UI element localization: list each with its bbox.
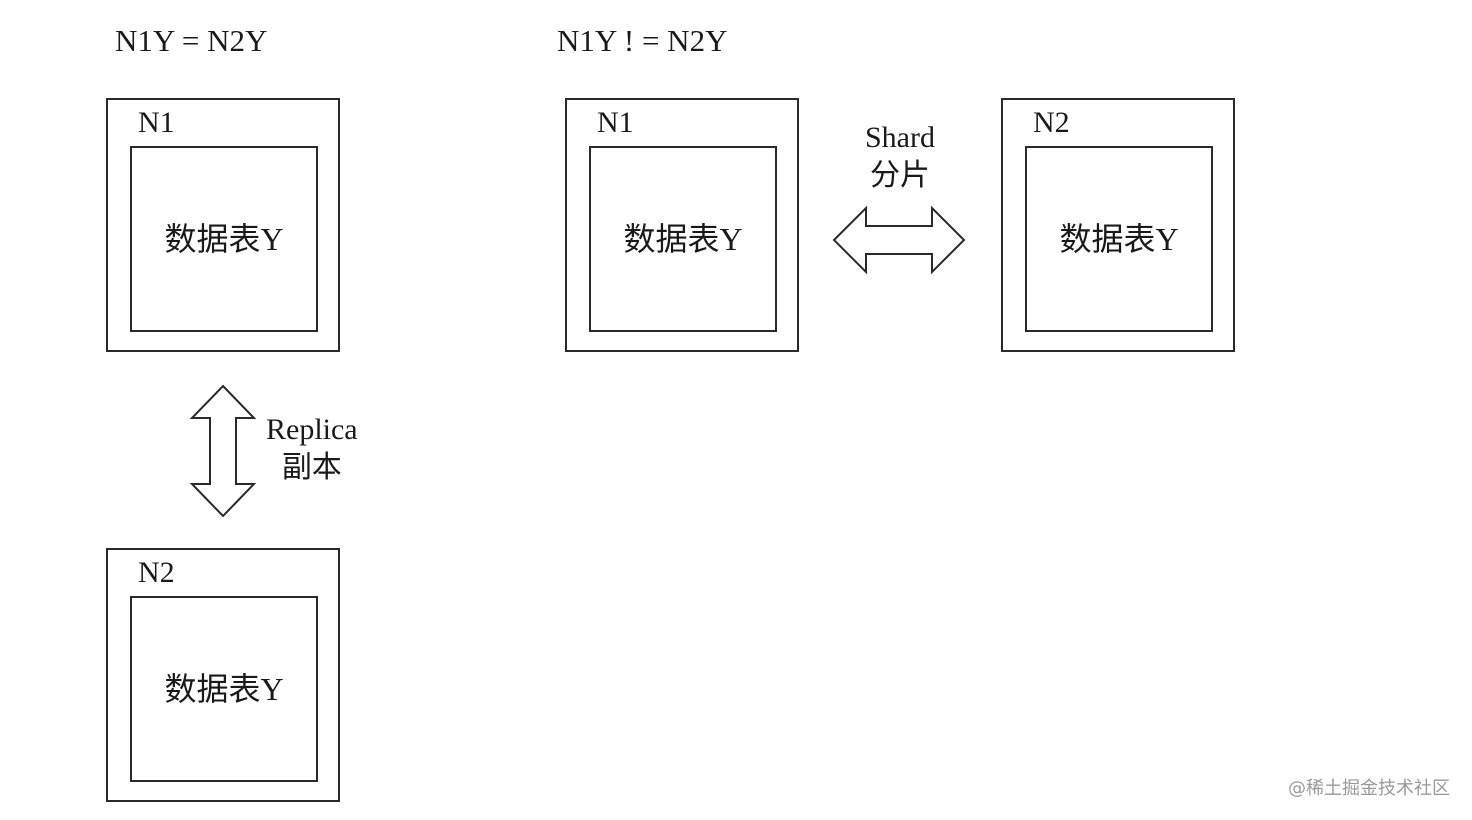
replica-caption: N1Y = N2Y (115, 23, 268, 58)
node-label: N2 (1033, 106, 1070, 139)
replica-node-n1: N1 数据表Y (106, 98, 340, 352)
shard-double-arrow-icon (832, 205, 966, 275)
shard-caption: N1Y ! = N2Y (557, 23, 728, 58)
replica-label: Replica 副本 (266, 411, 358, 487)
data-table-label: 数据表Y (623, 221, 743, 257)
replica-label-en: Replica (266, 413, 358, 446)
watermark: @稀土掘金技术社区 (1288, 778, 1450, 799)
replica-double-arrow-icon (189, 384, 257, 518)
replica-label-zh: 副本 (281, 451, 342, 484)
node-label: N1 (597, 106, 634, 139)
shard-label-zh: 分片 (870, 159, 930, 192)
node-label: N2 (138, 556, 175, 589)
shard-label: Shard 分片 (852, 119, 948, 195)
replica-node-n2: N2 数据表Y (106, 548, 340, 802)
data-table-box: 数据表Y (130, 596, 318, 782)
shard-node-n1: N1 数据表Y (565, 98, 799, 352)
data-table-label: 数据表Y (1059, 221, 1179, 257)
shard-node-n2: N2 数据表Y (1001, 98, 1235, 352)
node-label: N1 (138, 106, 175, 139)
data-table-box: 数据表Y (1025, 146, 1213, 332)
data-table-box: 数据表Y (589, 146, 777, 332)
shard-label-en: Shard (865, 121, 935, 154)
data-table-label: 数据表Y (164, 671, 284, 707)
data-table-box: 数据表Y (130, 146, 318, 332)
data-table-label: 数据表Y (164, 221, 284, 257)
